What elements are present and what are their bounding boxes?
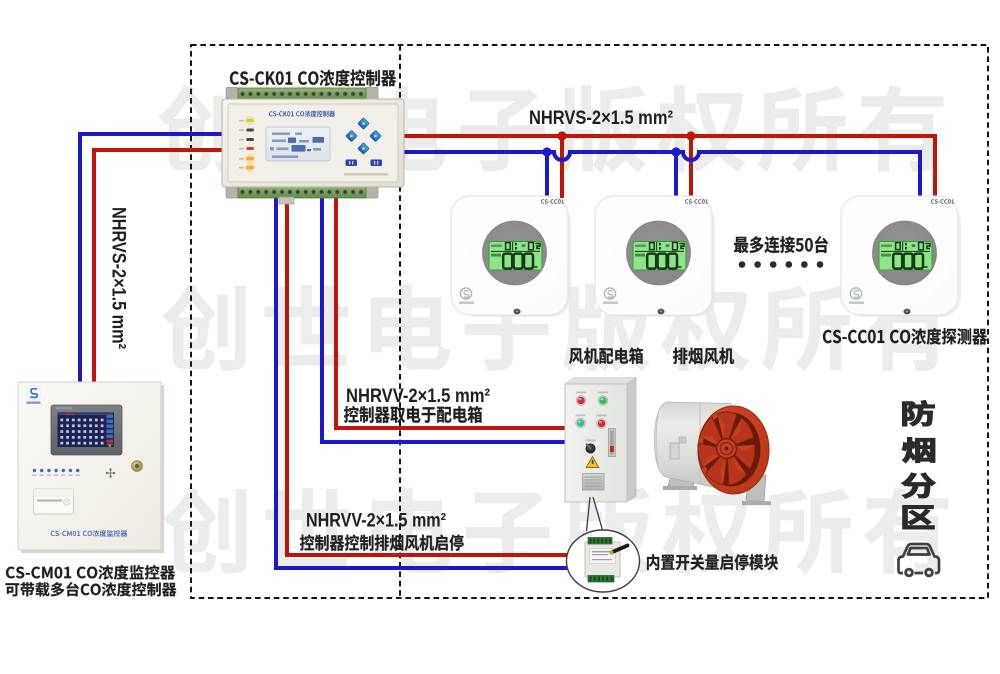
svg-text:NHRVS-2×1.5 mm²: NHRVS-2×1.5 mm² bbox=[108, 207, 129, 349]
svg-text:NHRVV-2×1.5 mm²: NHRVV-2×1.5 mm² bbox=[346, 386, 490, 407]
svg-text:NHRVV-2×1.5 mm²: NHRVV-2×1.5 mm² bbox=[306, 511, 446, 532]
svg-text:NHRVS-2×1.5 mm²: NHRVS-2×1.5 mm² bbox=[529, 108, 673, 129]
